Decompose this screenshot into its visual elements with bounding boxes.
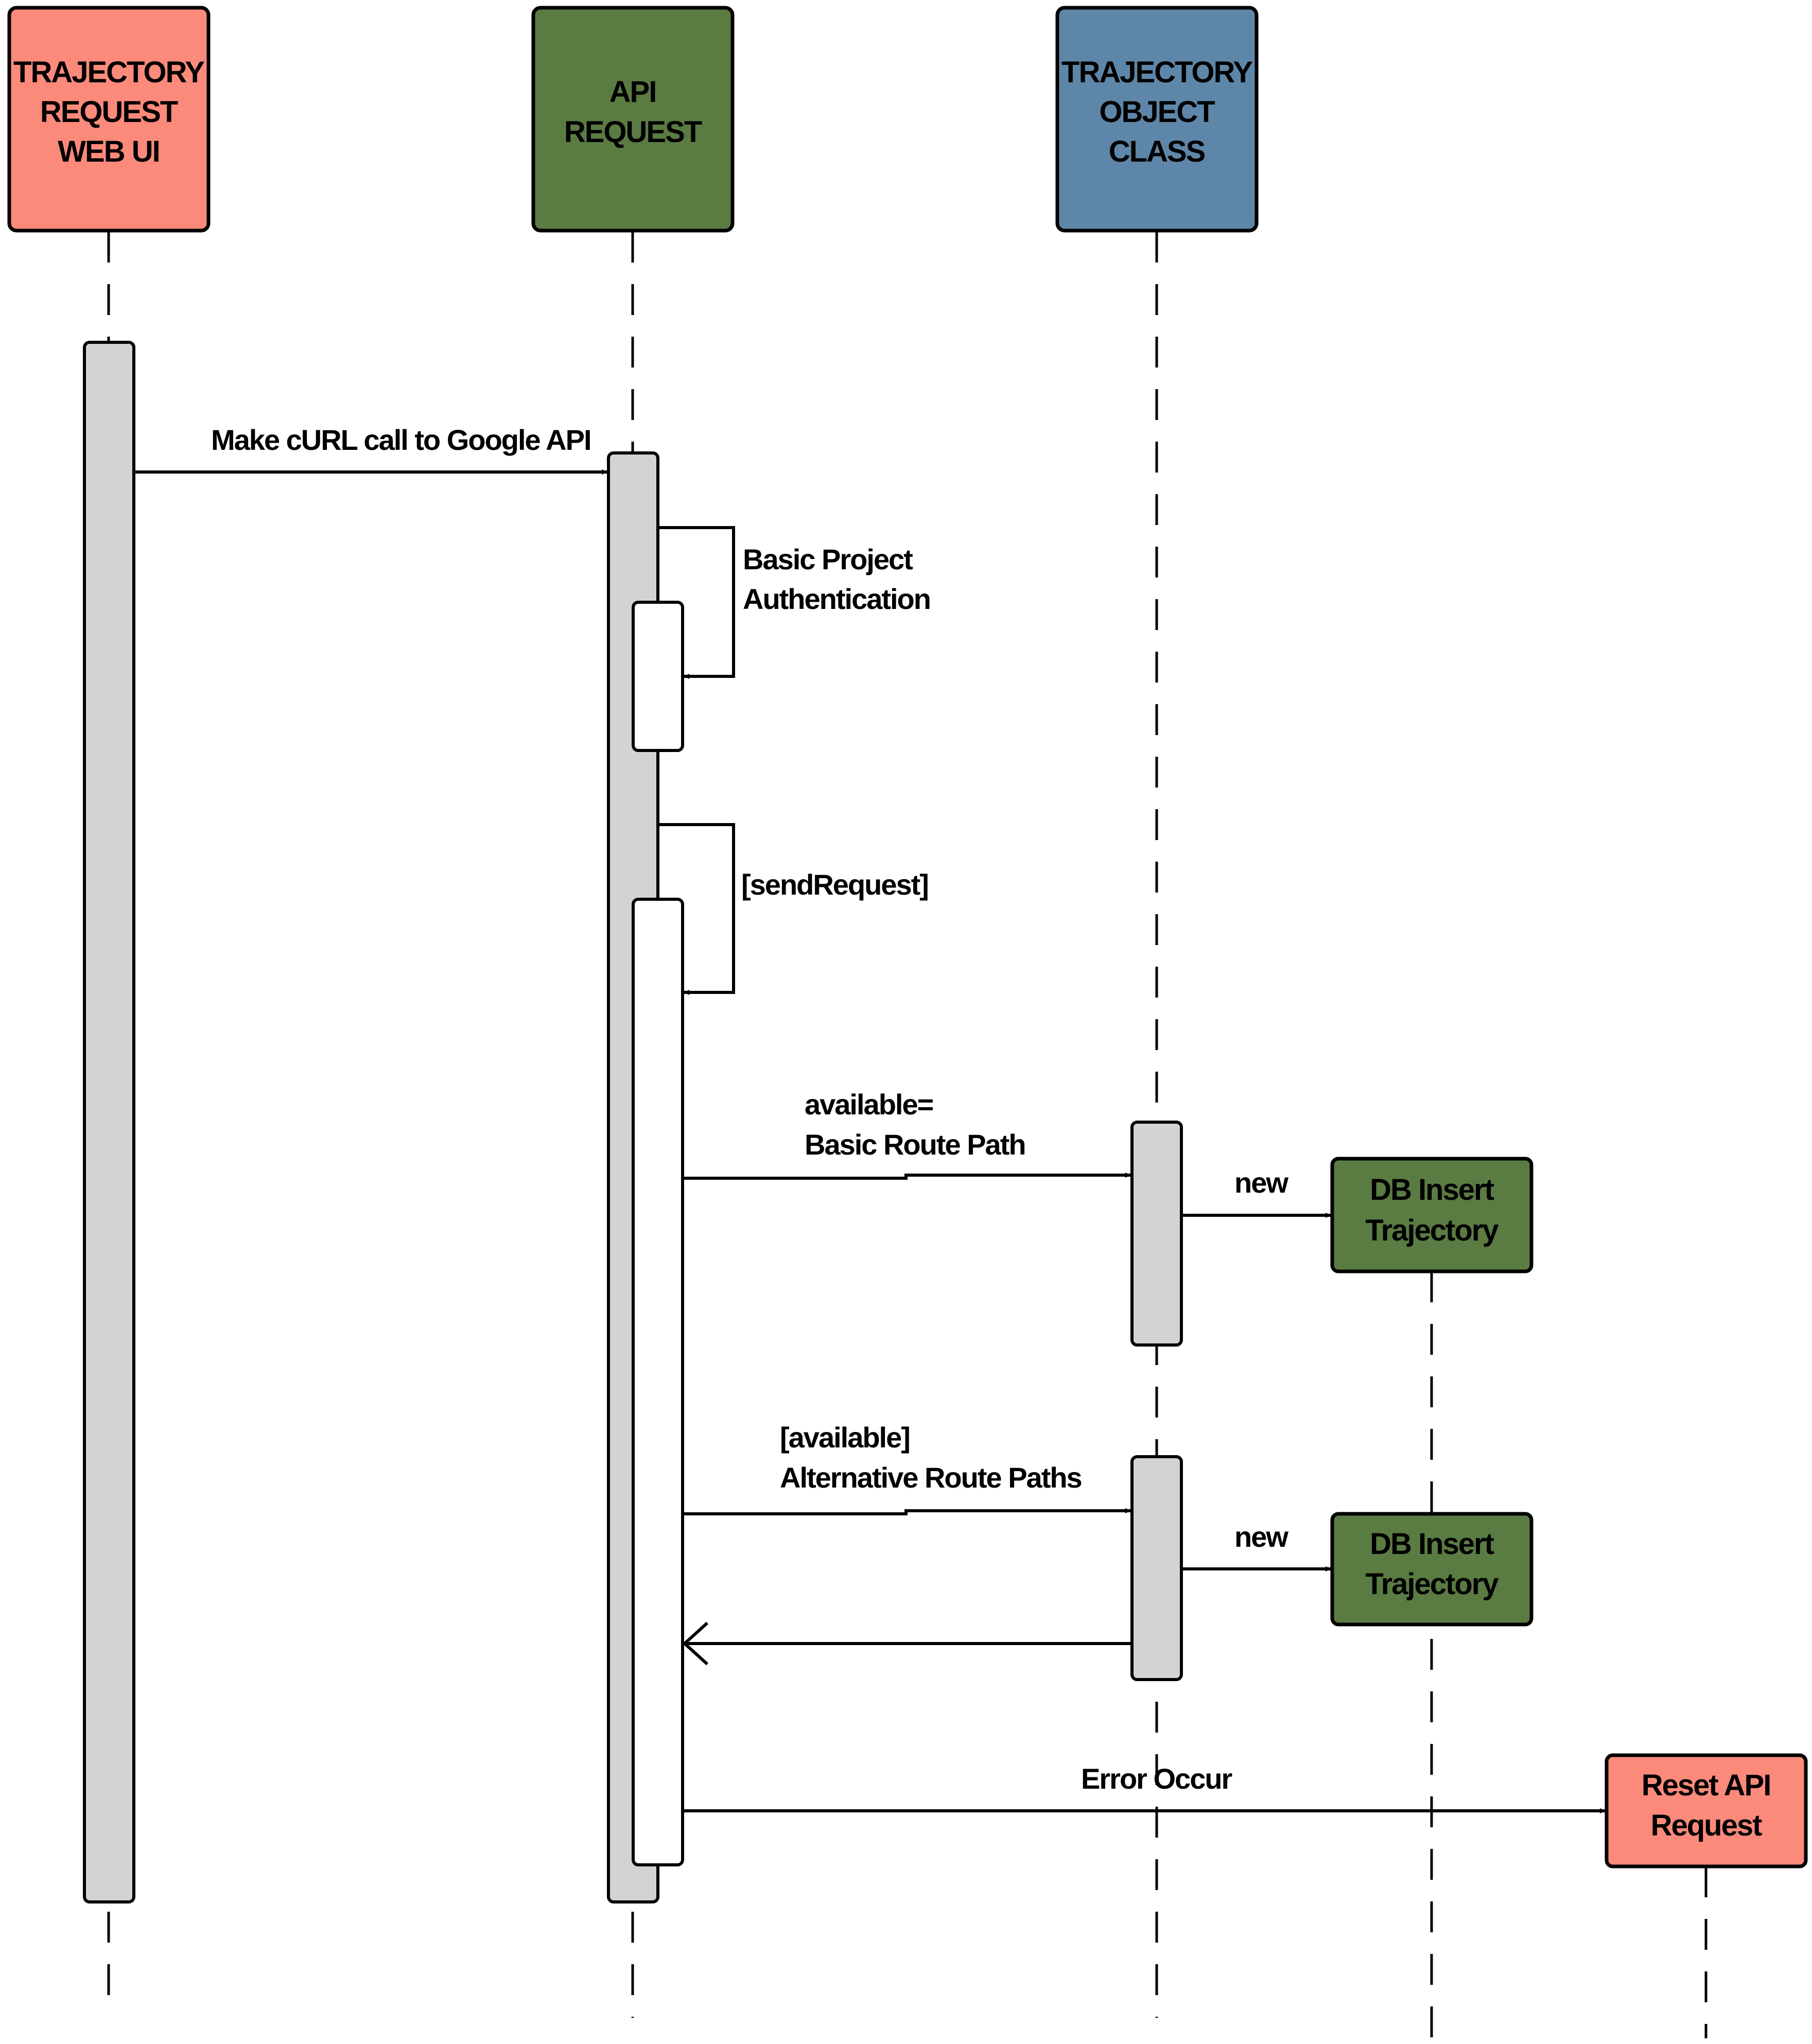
activation-send-request — [632, 898, 684, 1866]
message-arrow — [683, 1173, 1131, 1180]
message-curl-call: Make cURL call to Google API — [134, 424, 608, 475]
message-return — [682, 1621, 1132, 1666]
participant-label-line: API — [609, 75, 656, 109]
participant-label-line: REQUEST — [564, 115, 702, 149]
message-arrow — [658, 526, 735, 679]
message-label: new — [1234, 1521, 1288, 1553]
message-arrow — [658, 823, 735, 995]
message-arrow — [683, 1508, 1131, 1515]
message-basic-route-path: available= Basic Route Path — [683, 1088, 1131, 1180]
message-alternative-route-paths: [available] Alternative Route Paths — [683, 1421, 1131, 1515]
participant-label-line: TRAJECTORY — [1061, 56, 1252, 89]
message-label: Alternative Route Paths — [780, 1461, 1082, 1494]
participant-label-line: Request — [1651, 1809, 1763, 1842]
message-label: available= — [805, 1088, 933, 1121]
participant-db-insert-trajectory-2: DB Insert Trajectory — [1330, 1512, 1534, 1627]
participant-box — [1055, 6, 1259, 233]
participant-label-line: TRAJECTORY — [13, 56, 204, 89]
participant-label-line: CLASS — [1109, 135, 1205, 168]
participant-box — [1330, 1512, 1534, 1627]
participant-label-line: OBJECT — [1099, 95, 1215, 129]
participant-label-line: Trajectory — [1365, 1214, 1499, 1247]
message-label: Basic Project — [743, 543, 913, 575]
participant-box — [1605, 1753, 1808, 1868]
message-label: [sendRequest] — [741, 868, 928, 901]
participant-label-line: Reset API — [1642, 1769, 1771, 1802]
participant-label-line: REQUEST — [40, 95, 178, 129]
activation-trajectory-object-2 — [1130, 1455, 1183, 1681]
participant-box — [1330, 1157, 1534, 1273]
message-label: Error Occur — [1081, 1762, 1232, 1795]
open-arrowhead-icon — [682, 1621, 709, 1666]
participant-box — [7, 6, 211, 233]
message-send-request: [sendRequest] — [658, 823, 929, 995]
activation-web-ui — [83, 341, 135, 1903]
activation-basic-auth — [632, 601, 684, 752]
activation-trajectory-object-1 — [1130, 1121, 1183, 1347]
participant-api-request: API REQUEST — [531, 6, 735, 233]
participant-db-insert-trajectory-1: DB Insert Trajectory — [1330, 1157, 1534, 1273]
participant-label-line: DB Insert — [1370, 1173, 1494, 1207]
message-label: [available] — [780, 1421, 910, 1454]
message-basic-authentication: Basic Project Authentication — [658, 526, 931, 679]
participant-label-line: WEB UI — [58, 135, 159, 168]
participant-trajectory-object-class: TRAJECTORY OBJECT CLASS — [1055, 6, 1259, 233]
message-error-occur: Error Occur — [683, 1762, 1606, 1813]
message-new-1: new — [1181, 1166, 1332, 1218]
participant-box — [531, 6, 735, 233]
participant-reset-api-request: Reset API Request — [1605, 1753, 1808, 1868]
message-label: Authentication — [743, 583, 930, 615]
message-label: new — [1234, 1166, 1288, 1199]
message-new-2: new — [1181, 1521, 1332, 1571]
message-label: Make cURL call to Google API — [211, 424, 591, 456]
participant-web-ui: TRAJECTORY REQUEST WEB UI — [7, 6, 211, 233]
participant-label-line: Trajectory — [1365, 1567, 1499, 1601]
message-label: Basic Route Path — [805, 1128, 1025, 1161]
participant-label-line: DB Insert — [1370, 1527, 1494, 1561]
